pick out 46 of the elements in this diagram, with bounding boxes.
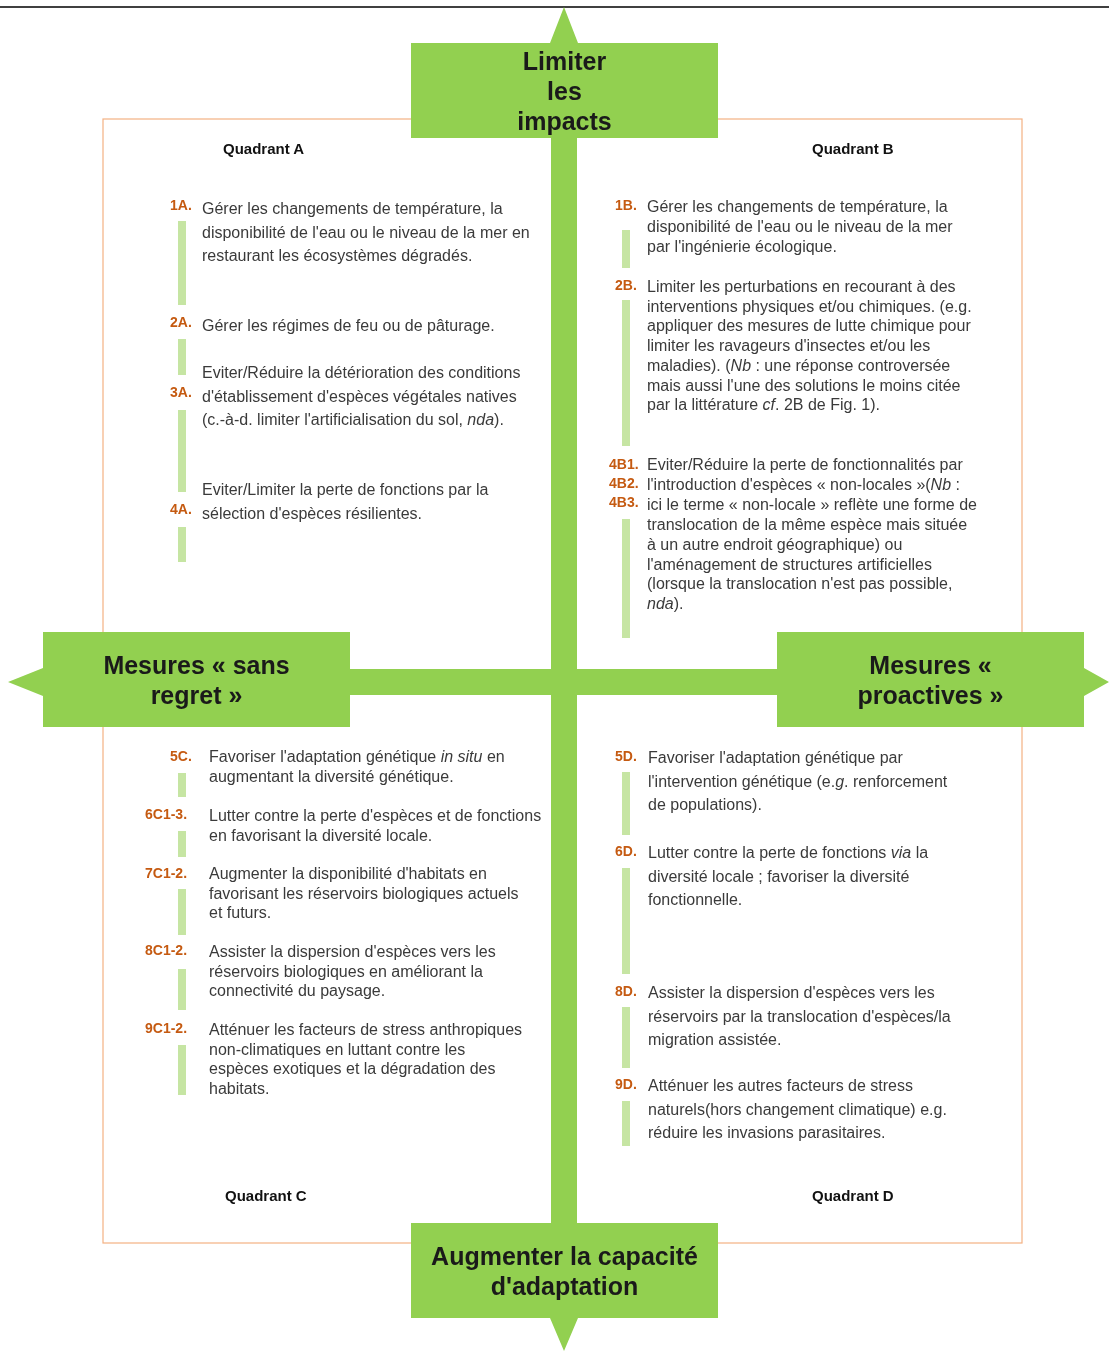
axis-label-box [43, 632, 350, 727]
item-number: 4B2. [609, 475, 639, 491]
item-text: Gérer les régimes de feu ou de pâturage. [202, 316, 496, 336]
item-text: Augmenter la disponibilité d'habitats en favorisant les réservoirs biologiques actuels et futurs. [209, 864, 520, 923]
item-number: 2A. [170, 314, 192, 330]
axis-label-box [777, 632, 1084, 727]
item-text: Eviter/Réduire la détérioration des conditions d'établissement d'espèces végétales natives (c.-à-d. limiter l'artificialisation du sol, nda). [202, 363, 522, 430]
quadrant-title: Quadrant B [812, 140, 894, 157]
item-number: 6D. [615, 843, 637, 859]
item-number: 3A. [170, 384, 192, 400]
item-number: 9C1-2. [145, 1020, 188, 1036]
item-text: Eviter/Limiter la perte de fonctions par la sélection d'espèces résilientes. [202, 480, 490, 524]
item-number: 4B3. [609, 494, 639, 510]
axis-label: Mesures « sans regret » [102, 649, 291, 710]
item-number: 4A. [170, 501, 192, 517]
quadrant-title: Quadrant C [225, 1187, 307, 1204]
item-text: Gérer les changements de température, la disponibilité de l'eau ou le niveau de la mer en restaurant les écosystèmes dégradés. [202, 199, 531, 266]
item-number: 5C. [170, 748, 192, 764]
item-number: 9D. [615, 1076, 637, 1092]
item-number: 1A. [170, 197, 192, 213]
item-text: Limiter les perturbations en recourant à des interventions physiques et/ou chimiques. (e.g. appliquer des mesures de lutte chimique pour limiter les ravageurs d'insectes et/ou les maladies). (Nb : une réponse controversée mais aussi l'une des solutions le moins citée par la littérature cf. 2B de Fig. 1). [647, 277, 973, 415]
item-text: Eviter/Réduire la perte de fonctionnalités par l'introduction d'espèces « non-locales »(Nb : ici le terme « non-locale » reflète une forme de translocation de la même espèce mais située à un autre endroit géographique) ou l'aménagement de structures artificielles (lorsque la translocation n'est pas possible, nda). [647, 455, 977, 615]
item-text: Lutter contre la perte de fonctions via la diversité locale ; favoriser la diversité fonctionnelle. [648, 843, 930, 910]
item-text: Favoriser l'adaptation génétique in situ en augmentant la diversité génétique. [209, 747, 506, 786]
axis-label-box [411, 1223, 718, 1318]
axis-label-box [411, 43, 718, 138]
item-number: 1B. [615, 197, 637, 213]
item-text: Gérer les changements de température, la disponibilité de l'eau ou le niveau de la mer par l'ingénierie écologique. [647, 197, 954, 257]
axis-label: Mesures « proactives » [856, 649, 1005, 710]
item-number: 5D. [615, 748, 637, 764]
item-number: 7C1-2. [145, 865, 188, 881]
quadrant-title: Quadrant A [223, 140, 305, 157]
axis-label: Augmenter la capacité d'adaptation [430, 1240, 699, 1301]
item-number: 4B1. [609, 456, 639, 472]
item-text: Lutter contre la perte d'espèces et de fonctions en favorisant la diversité locale. [209, 806, 543, 845]
axis-label: Limiter les impacts [516, 45, 613, 136]
item-number: 6C1-3. [145, 806, 188, 822]
quadrant-title: Quadrant D [812, 1187, 894, 1204]
item-text: Favoriser l'adaptation génétique par l'intervention génétique (e.g. renforcement de populations). [648, 748, 948, 815]
item-text: Atténuer les autres facteurs de stress naturels(hors changement climatique) e.g. réduire les invasions parasitaires. [648, 1076, 948, 1143]
item-text: Atténuer les facteurs de stress anthropiques non-climatiques en luttant contre les espèces exotiques et la dégradation des habitats. [209, 1020, 524, 1098]
item-text: Assister la dispersion d'espèces vers les réservoirs biologiques en améliorant la connectivité du paysage. [209, 942, 497, 1001]
item-number: 2B. [615, 277, 637, 293]
item-number: 8C1-2. [145, 942, 188, 958]
item-text: Assister la dispersion d'espèces vers les réservoirs par la translocation d'espèces/la migration assistée. [648, 983, 952, 1050]
item-number: 8D. [615, 983, 637, 999]
